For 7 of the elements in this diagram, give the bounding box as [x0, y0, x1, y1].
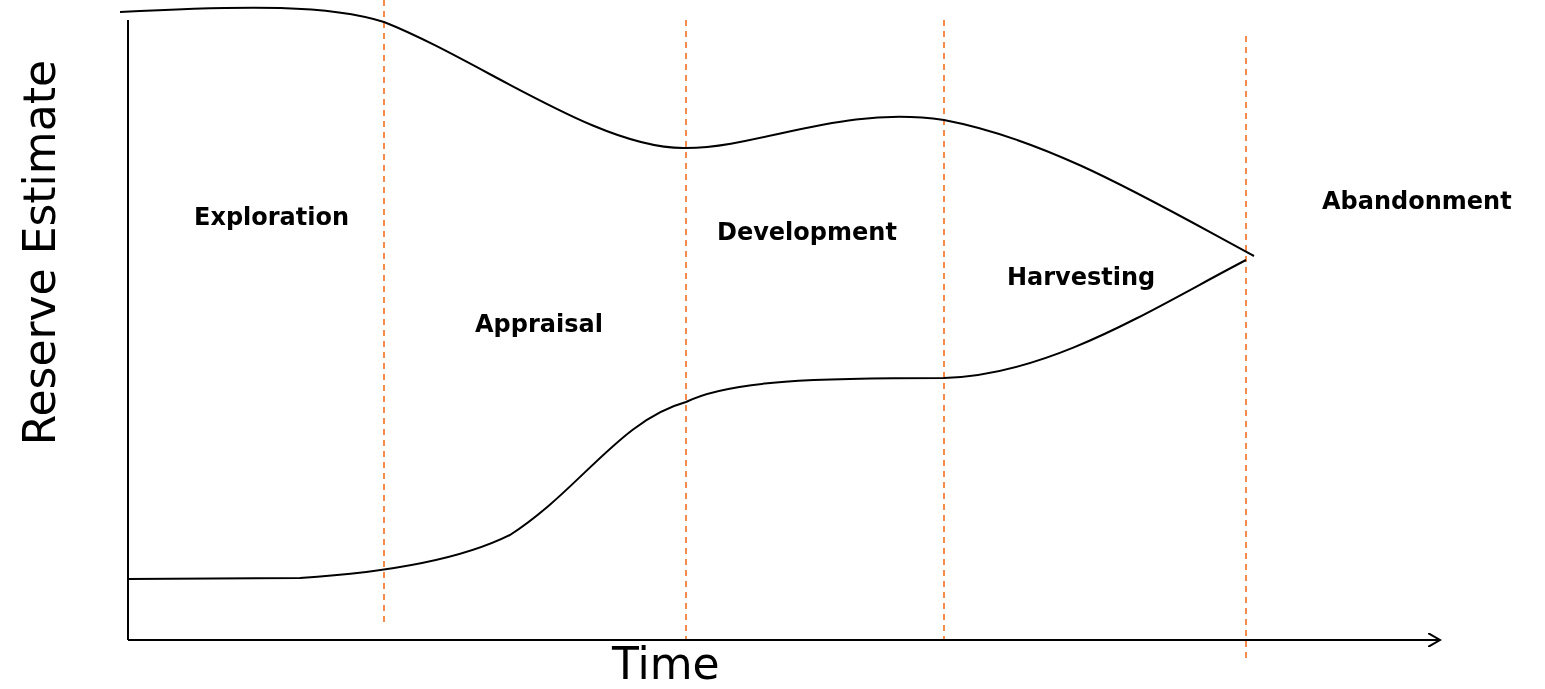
phase-label: Harvesting	[1007, 263, 1156, 291]
axis-title: Time	[612, 638, 720, 689]
phase-label: Development	[717, 218, 897, 246]
axis-title: Reserve Estimate	[14, 60, 65, 446]
phase-label: Exploration	[194, 203, 350, 231]
phase-label: Appraisal	[475, 310, 603, 338]
phase-label: Abandonment	[1322, 187, 1512, 215]
